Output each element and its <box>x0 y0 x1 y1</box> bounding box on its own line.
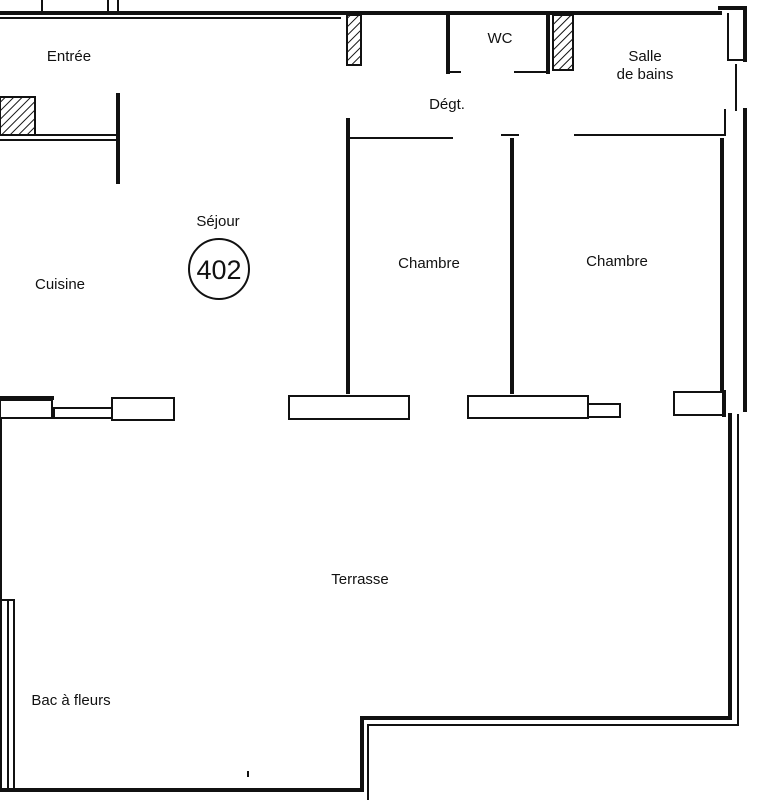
unit-number-circle <box>188 238 250 300</box>
room-label-degt: Dégt. <box>429 96 465 113</box>
terrace-walls <box>0 413 739 800</box>
room-label-chambre-1: Chambre <box>398 255 460 272</box>
room-label-terrasse: Terrasse <box>331 571 389 588</box>
room-label-chambre-2: Chambre <box>586 253 648 270</box>
room-label-bac-a-fleurs: Bac à fleurs <box>31 692 110 709</box>
unit-number: 402 <box>196 255 241 285</box>
top-outer-wall <box>0 0 747 19</box>
room-label-wc: WC <box>488 30 513 47</box>
room-label-salle-de-bains-1: Salle <box>628 48 661 65</box>
right-outer-wall <box>574 6 747 412</box>
column-top-middle <box>346 14 362 66</box>
wc-walls <box>446 12 550 74</box>
column-top-right <box>552 14 574 71</box>
entree-walls <box>0 93 120 184</box>
room-label-salle-de-bains-2: de bains <box>617 66 674 83</box>
column-left <box>0 96 36 136</box>
room-label-entree: Entrée <box>47 48 91 65</box>
room-label-sejour: Séjour <box>196 213 239 230</box>
facade <box>0 390 726 792</box>
room-label-cuisine: Cuisine <box>35 276 85 293</box>
chambre-walls <box>346 118 519 394</box>
